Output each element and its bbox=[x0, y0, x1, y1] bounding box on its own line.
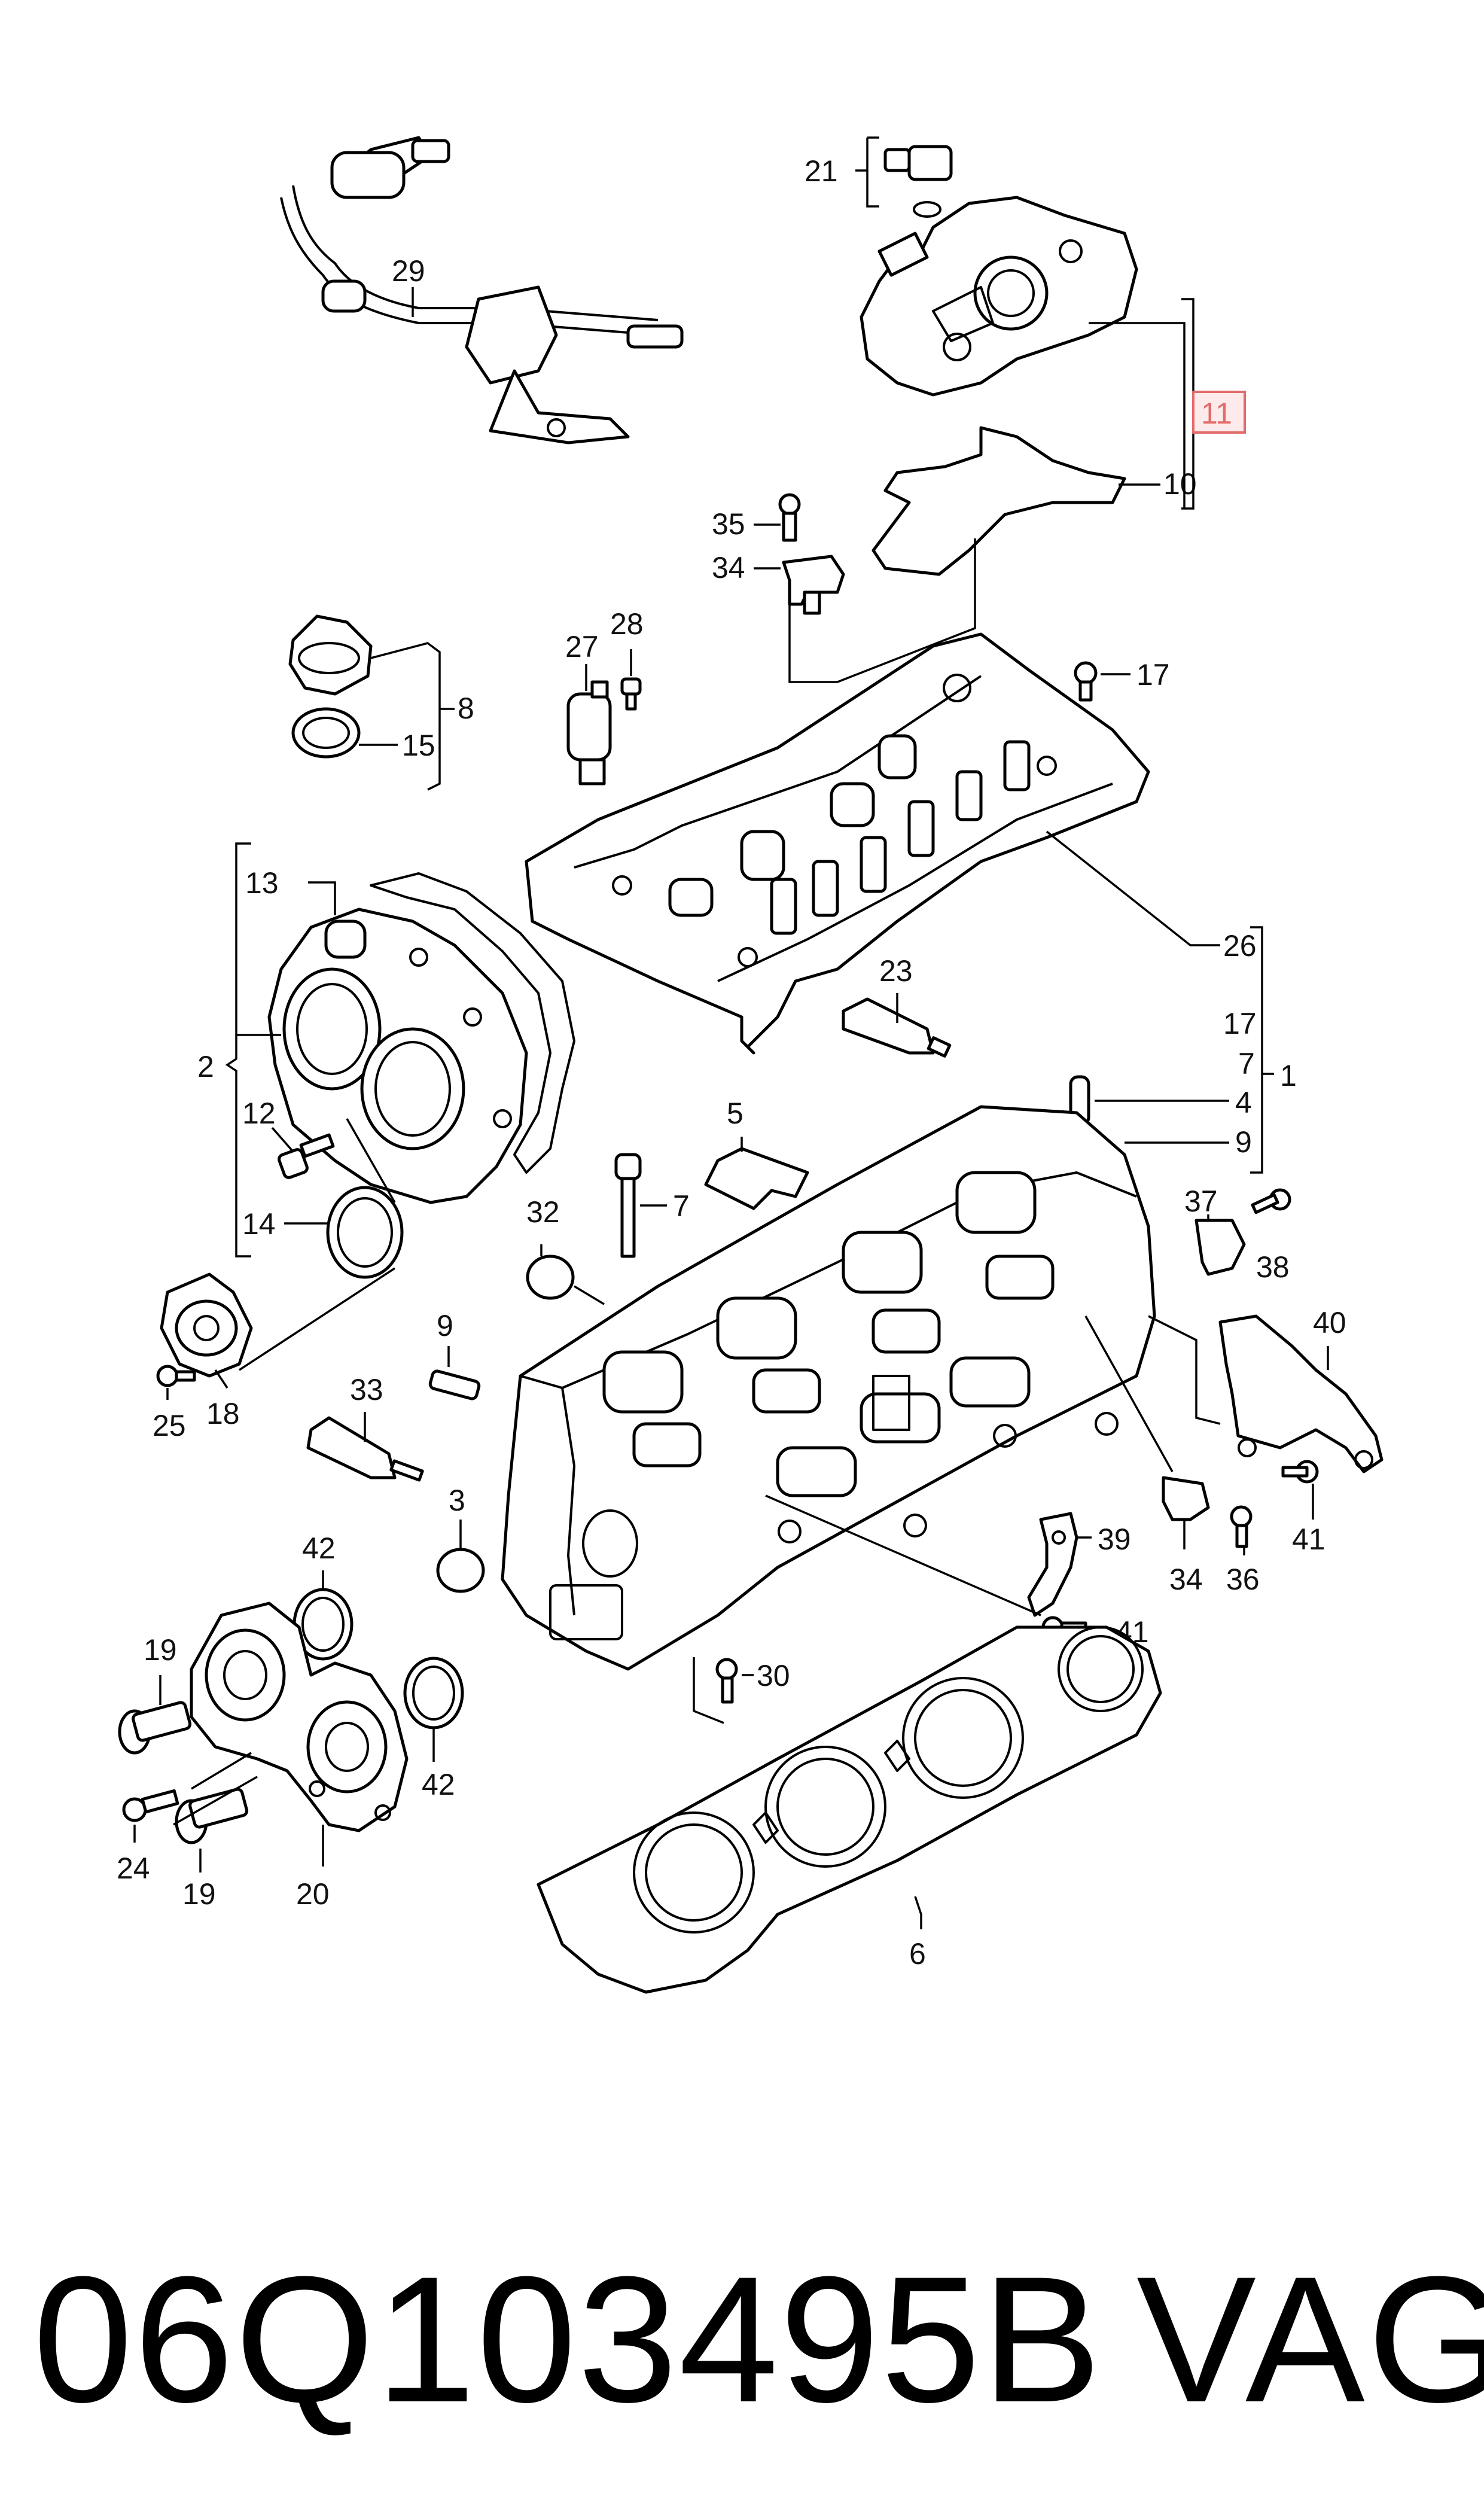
valve-27 bbox=[566, 680, 612, 785]
sensor-34-bottom bbox=[1162, 1476, 1210, 1521]
head-gasket-6 bbox=[537, 1625, 1162, 1994]
callout-9: 9 bbox=[437, 1309, 453, 1342]
callout-32: 32 bbox=[526, 1195, 560, 1229]
bolt-19-bottom bbox=[175, 1788, 249, 1844]
callout-13: 13 bbox=[245, 866, 279, 900]
screw-24 bbox=[122, 1789, 179, 1822]
plate-5 bbox=[704, 1147, 809, 1210]
callout-21: 21 bbox=[805, 154, 838, 188]
screw-41-right bbox=[1281, 1460, 1319, 1484]
callout-20: 20 bbox=[296, 1877, 330, 1911]
callout-6: 6 bbox=[909, 1937, 926, 1971]
callout-5: 5 bbox=[727, 1097, 743, 1130]
plug-32 bbox=[526, 1255, 575, 1300]
callout-29: 29 bbox=[392, 254, 425, 288]
bolt-19-top bbox=[118, 1701, 192, 1755]
tube-23 bbox=[842, 997, 952, 1058]
callout-42-top: 42 bbox=[302, 1531, 336, 1565]
brand-label: VAG bbox=[1136, 2239, 1484, 2440]
pump-18 bbox=[160, 1272, 253, 1378]
callout-2: 2 bbox=[197, 1050, 214, 1083]
bolt-12 bbox=[278, 1133, 335, 1179]
callout-12: 12 bbox=[242, 1097, 276, 1130]
gasket-10 bbox=[871, 426, 1126, 576]
callout-28: 28 bbox=[610, 607, 644, 641]
callout-17-top: 17 bbox=[1136, 658, 1170, 692]
screw-25 bbox=[156, 1365, 196, 1387]
screw-35 bbox=[778, 493, 801, 542]
callout-25: 25 bbox=[153, 1409, 186, 1442]
callout-19-top: 19 bbox=[144, 1633, 177, 1667]
callout-18: 18 bbox=[206, 1397, 240, 1430]
screw-36 bbox=[1230, 1505, 1253, 1548]
callout-9-group: 9 bbox=[1235, 1125, 1252, 1159]
callout-41-right: 41 bbox=[1292, 1523, 1325, 1556]
callout-19-bottom: 19 bbox=[182, 1877, 216, 1911]
callout-11-highlight bbox=[1192, 391, 1246, 434]
callout-38: 38 bbox=[1256, 1250, 1290, 1284]
seal-14 bbox=[326, 1186, 404, 1279]
callout-7-group: 7 bbox=[1238, 1047, 1255, 1080]
callout-30: 30 bbox=[757, 1659, 790, 1692]
camshaft-housing-26 bbox=[525, 632, 1150, 1055]
callout-27: 27 bbox=[565, 630, 599, 663]
callout-35: 35 bbox=[712, 507, 745, 541]
callout-10: 10 bbox=[1163, 467, 1197, 501]
callout-11: 11 bbox=[1201, 397, 1232, 430]
callout-14: 14 bbox=[242, 1207, 276, 1241]
timing-cover-2 bbox=[267, 908, 528, 1204]
camshaft-adjuster-20 bbox=[190, 1601, 409, 1832]
screw-28 bbox=[620, 677, 642, 711]
bracket-40 bbox=[1218, 1314, 1384, 1473]
sensor-37 bbox=[1194, 1219, 1246, 1276]
callout-8: 8 bbox=[458, 692, 474, 725]
callout-17-group: 17 bbox=[1223, 1007, 1257, 1040]
bracket-39 bbox=[1027, 1512, 1078, 1617]
callout-24: 24 bbox=[117, 1852, 150, 1885]
bolt-7 bbox=[614, 1153, 642, 1258]
callout-7: 7 bbox=[673, 1189, 690, 1223]
sensor-34-top bbox=[782, 555, 845, 615]
callout-40: 40 bbox=[1313, 1306, 1346, 1339]
stud-9 bbox=[428, 1369, 481, 1400]
screw-17-top bbox=[1074, 661, 1098, 702]
callout-34-bottom: 34 bbox=[1169, 1563, 1203, 1596]
callout-39: 39 bbox=[1098, 1523, 1131, 1556]
callout-36: 36 bbox=[1226, 1563, 1260, 1596]
callout-1: 1 bbox=[1280, 1059, 1297, 1092]
callout-15: 15 bbox=[402, 729, 435, 762]
callout-42-bottom: 42 bbox=[422, 1768, 455, 1801]
part-number: 06Q103495B bbox=[33, 2239, 1103, 2440]
callout-3: 3 bbox=[449, 1484, 465, 1517]
cover-gasket-13 bbox=[370, 872, 575, 1174]
cylinder-head bbox=[501, 1105, 1156, 1671]
seal-15 bbox=[291, 707, 361, 759]
callout-33: 33 bbox=[350, 1373, 383, 1406]
breather-hose-29 bbox=[280, 136, 684, 444]
screw-30 bbox=[715, 1658, 738, 1704]
plug-3 bbox=[436, 1548, 485, 1593]
oil-filler-cap-8 bbox=[288, 614, 373, 696]
callout-37: 37 bbox=[1184, 1185, 1218, 1218]
screw-38 bbox=[1251, 1188, 1291, 1214]
tube-33 bbox=[306, 1416, 424, 1482]
callout-26: 26 bbox=[1223, 929, 1257, 963]
callout-23: 23 bbox=[879, 954, 913, 988]
crankcase-breather-11 bbox=[860, 145, 1138, 397]
callout-4: 4 bbox=[1235, 1086, 1252, 1119]
callout-34-top: 34 bbox=[712, 551, 745, 584]
